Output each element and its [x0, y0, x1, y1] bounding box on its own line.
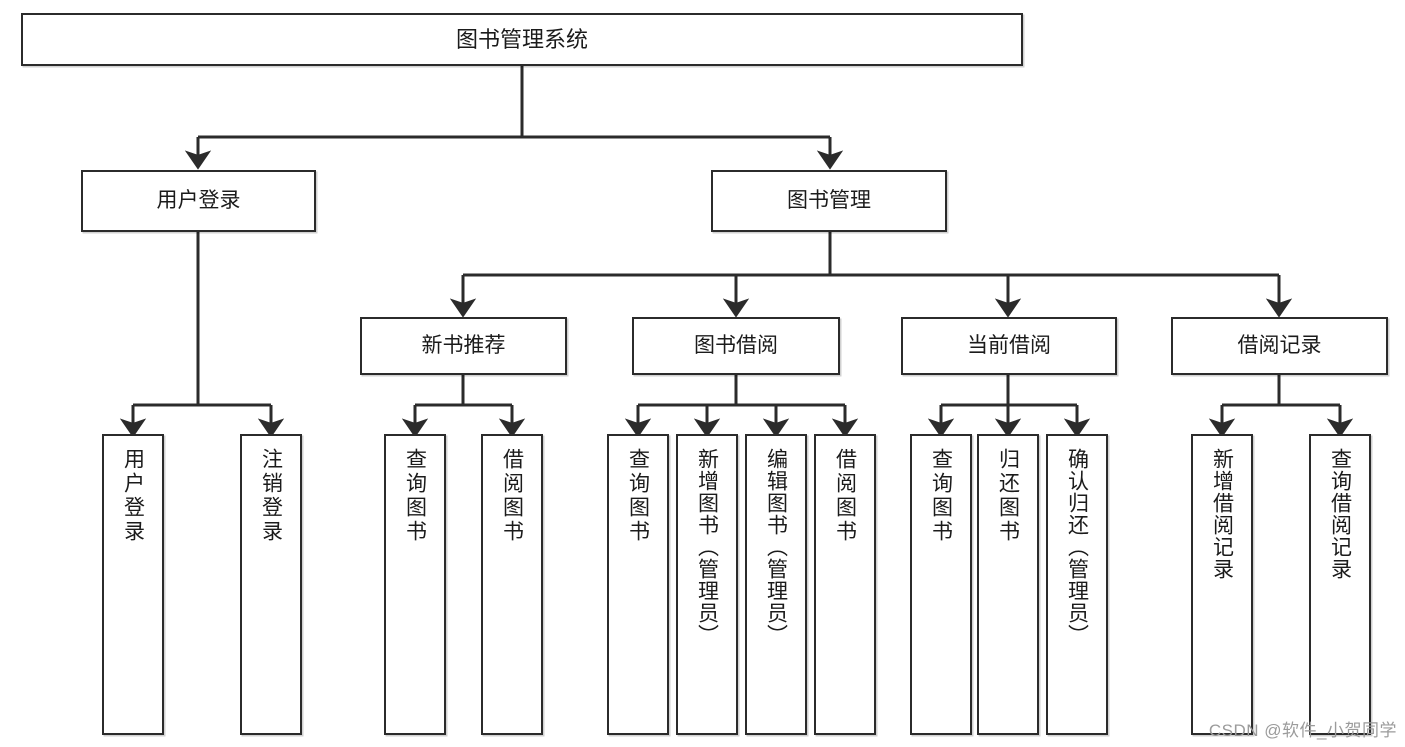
- node-user-login[interactable]: 用户登录: [81, 170, 316, 232]
- leaf-label: 注销登录: [259, 448, 283, 544]
- node-book-borrow-label: 图书借阅: [694, 333, 778, 357]
- node-current-borrow-label: 当前借阅: [967, 333, 1051, 357]
- leaf-label: 确认归还（管理员）: [1065, 448, 1089, 646]
- node-root[interactable]: 图书管理系统: [21, 13, 1023, 66]
- leaf-label: 用户登录: [121, 448, 145, 544]
- node-borrow-record[interactable]: 借阅记录: [1171, 317, 1388, 375]
- leaf-label: 查询图书: [626, 448, 650, 544]
- leaf-new-book-borrow[interactable]: 借阅图书: [481, 434, 543, 735]
- leaf-book-borrow-borrow[interactable]: 借阅图书: [814, 434, 876, 735]
- node-borrow-record-label: 借阅记录: [1237, 333, 1322, 357]
- node-book-management-label: 图书管理: [787, 188, 871, 212]
- node-root-label: 图书管理系统: [455, 26, 588, 52]
- node-new-book-recommend[interactable]: 新书推荐: [360, 317, 567, 375]
- leaf-label: 查询图书: [929, 448, 953, 544]
- leaf-label: 新增借阅记录: [1210, 448, 1234, 580]
- node-current-borrow[interactable]: 当前借阅: [901, 317, 1117, 375]
- leaf-label: 借阅图书: [500, 448, 524, 544]
- leaf-user-login-logout[interactable]: 注销登录: [240, 434, 302, 735]
- leaf-label: 借阅图书: [833, 448, 857, 544]
- node-new-book-recommend-label: 新书推荐: [421, 333, 506, 357]
- leaf-label: 查询图书: [403, 448, 427, 544]
- leaf-label: 新增图书（管理员）: [695, 448, 719, 646]
- leaf-label: 查询借阅记录: [1328, 448, 1352, 580]
- leaf-user-login-login[interactable]: 用户登录: [102, 434, 164, 735]
- leaf-book-borrow-edit[interactable]: 编辑图书（管理员）: [745, 434, 807, 735]
- node-user-login-label: 用户登录: [156, 188, 241, 212]
- leaf-borrow-record-add[interactable]: 新增借阅记录: [1191, 434, 1253, 735]
- leaf-book-borrow-add[interactable]: 新增图书（管理员）: [676, 434, 738, 735]
- leaf-current-borrow-query[interactable]: 查询图书: [910, 434, 972, 735]
- leaf-book-borrow-query[interactable]: 查询图书: [607, 434, 669, 735]
- leaf-new-book-query[interactable]: 查询图书: [384, 434, 446, 735]
- node-book-borrow[interactable]: 图书借阅: [632, 317, 840, 375]
- leaf-label: 编辑图书（管理员）: [764, 448, 788, 646]
- node-book-management[interactable]: 图书管理: [711, 170, 947, 232]
- leaf-borrow-record-query[interactable]: 查询借阅记录: [1309, 434, 1371, 735]
- leaf-current-borrow-confirm[interactable]: 确认归还（管理员）: [1046, 434, 1108, 735]
- leaf-label: 归还图书: [996, 448, 1020, 544]
- leaf-current-borrow-return[interactable]: 归还图书: [977, 434, 1039, 735]
